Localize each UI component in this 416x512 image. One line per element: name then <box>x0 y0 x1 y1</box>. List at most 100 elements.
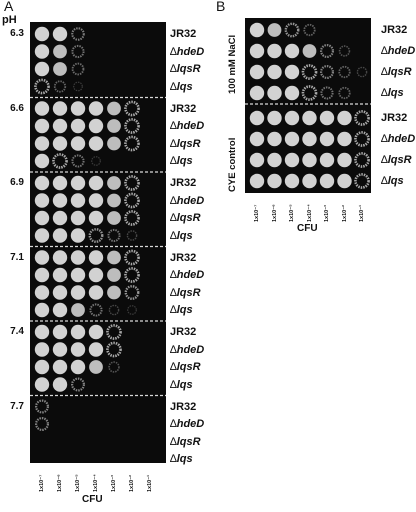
colony-spot <box>319 152 335 168</box>
colony-spot <box>124 249 140 266</box>
strain-label: ∆hdeD <box>170 269 204 281</box>
colony-spot <box>106 341 122 358</box>
strain-label: ∆lqsR <box>170 138 201 150</box>
strain-name: lqs <box>176 80 193 93</box>
colony-spot <box>53 62 67 76</box>
plate-panel-a <box>30 22 166 463</box>
colony-spot <box>70 324 86 340</box>
panel-b-letter: B <box>216 0 226 14</box>
strain-label: ∆lqsR <box>170 63 201 75</box>
strain-name: JR32 <box>170 251 197 264</box>
strain-name: lqs <box>387 175 404 187</box>
colony-spot <box>34 267 50 283</box>
colony-spot <box>267 131 282 147</box>
colony-spot <box>34 228 50 243</box>
colony-spot <box>302 173 317 189</box>
colony-spot <box>337 173 352 189</box>
colony-spot <box>107 193 121 208</box>
colony-spot <box>70 210 86 226</box>
colony-spot <box>107 268 121 282</box>
strain-label: ∆hdeD <box>170 195 204 207</box>
colony-spot <box>34 78 50 95</box>
dilution-label: 1x10⁻² <box>341 205 348 222</box>
dilution-label: 1x10⁻⁵ <box>75 474 81 492</box>
strain-label: ∆hdeD <box>381 45 415 57</box>
colony-spot <box>34 324 50 340</box>
strain-label: JR32 <box>170 177 196 189</box>
strain-label: ∆lqs <box>170 230 193 242</box>
colony-spot <box>70 175 86 191</box>
colony-spot <box>88 267 104 283</box>
colony-spot <box>302 44 317 58</box>
colony-spot <box>107 250 121 265</box>
delta-symbol: ∆ <box>170 286 177 299</box>
colony-spot <box>127 305 137 315</box>
strain-name: JR32 <box>170 102 197 115</box>
colony-spot <box>124 285 140 300</box>
colony-spot <box>52 118 68 134</box>
dilution-label: 1x10⁻⁷ <box>39 474 45 492</box>
strain-name: hdeD <box>176 194 205 207</box>
dilution-label: 1x10⁻⁵ <box>289 204 295 222</box>
strain-label: ∆lqs <box>170 304 193 316</box>
colony-spot <box>88 210 104 226</box>
colony-spot <box>70 228 86 243</box>
colony-spot <box>107 136 121 151</box>
colony-spot <box>124 118 140 134</box>
colony-spot <box>107 211 121 225</box>
strain-name: lqs <box>387 87 404 99</box>
colony-spot <box>71 27 85 41</box>
delta-symbol: ∆ <box>170 229 177 242</box>
colony-spot <box>126 230 138 241</box>
ph-value-label: 6.6 <box>10 102 24 114</box>
colony-spot <box>71 303 85 317</box>
strain-name: lqsR <box>176 286 201 299</box>
colony-spot <box>249 131 265 147</box>
x-axis-title-panel-b: CFU <box>297 223 318 234</box>
colony-spot <box>249 64 265 80</box>
colony-spot <box>88 228 104 243</box>
colony-spot <box>52 193 68 208</box>
colony-spot <box>284 43 300 59</box>
colony-spot <box>249 152 265 168</box>
colony-spot <box>107 285 121 300</box>
colony-spot <box>34 210 50 226</box>
delta-symbol: ∆ <box>381 133 388 145</box>
colony-spot <box>52 26 68 42</box>
dilution-label: 1x10⁻⁶ <box>57 474 63 492</box>
strain-name: lqs <box>176 453 193 465</box>
strain-name: lqs <box>176 378 193 391</box>
colony-spot <box>70 136 86 151</box>
colony-spot <box>284 22 300 38</box>
strain-name: lqsR <box>176 63 201 75</box>
colony-spot <box>52 359 68 375</box>
strain-name: lqs <box>176 304 193 316</box>
delta-symbol: ∆ <box>170 304 177 316</box>
delta-symbol: ∆ <box>381 154 388 166</box>
colony-spot <box>319 131 335 147</box>
colony-spot <box>70 118 86 134</box>
delta-symbol: ∆ <box>170 120 177 132</box>
colony-spot <box>267 64 282 80</box>
colony-spot <box>320 86 334 100</box>
colony-spot <box>356 66 368 78</box>
colony-spot <box>89 303 103 317</box>
dilution-label: 1x10⁻¹ <box>359 205 365 222</box>
colony-spot <box>284 85 300 101</box>
colony-spot <box>338 65 351 79</box>
strain-label: ∆hdeD <box>170 120 204 132</box>
colony-spot <box>34 26 50 42</box>
ph-value-label: 6.3 <box>10 28 24 39</box>
delta-symbol: ∆ <box>170 361 177 373</box>
strain-name: hdeD <box>176 418 205 430</box>
colony-spot <box>319 110 335 126</box>
colony-spot <box>124 210 140 226</box>
colony-spot <box>267 152 282 168</box>
strain-label: JR32 <box>170 28 196 40</box>
colony-spot <box>284 131 300 147</box>
colony-spot <box>88 101 104 116</box>
delta-symbol: ∆ <box>170 453 177 465</box>
strain-name: hdeD <box>176 45 205 58</box>
colony-spot <box>52 377 68 392</box>
dilution-label: 1x10⁻⁴ <box>306 204 313 222</box>
